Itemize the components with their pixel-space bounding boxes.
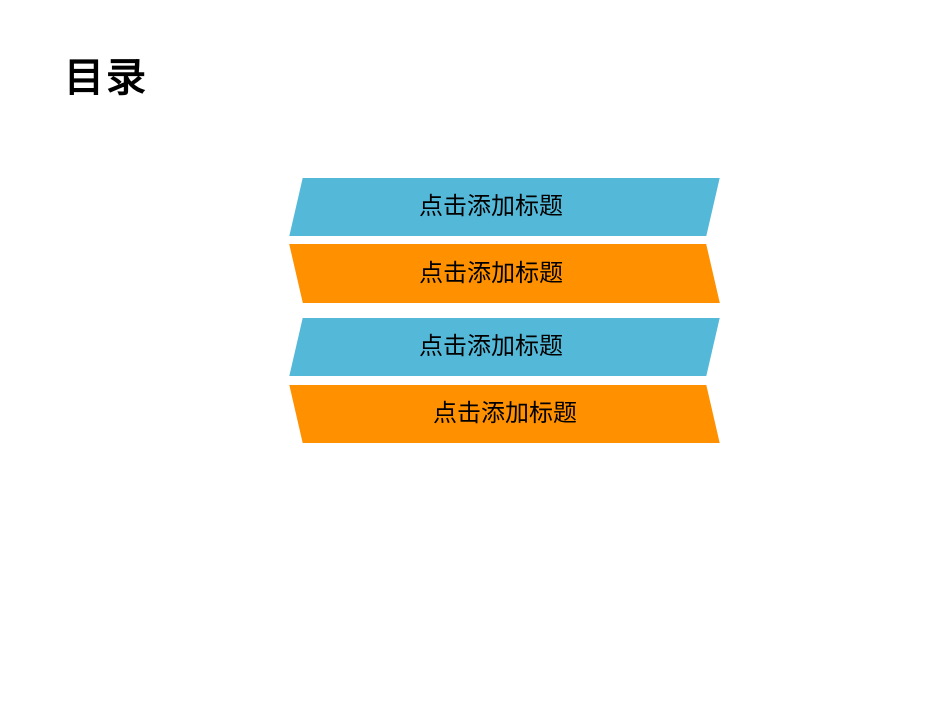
toc-item-3[interactable]: 点击添加标题: [289, 318, 720, 376]
slide-title: 目录: [64, 56, 148, 100]
toc-item-4[interactable]: 点击添加标题: [289, 385, 720, 443]
toc-item-1-label: 点击添加标题: [418, 193, 563, 220]
toc-item-2-label: 点击添加标题: [418, 259, 563, 287]
toc-item-1[interactable]: 点击添加标题: [289, 178, 720, 236]
toc-item-3-label: 点击添加标题: [418, 333, 563, 360]
toc-item-4-label: 点击添加标题: [432, 400, 577, 427]
toc-item-2[interactable]: 点击添加标题: [289, 244, 720, 303]
